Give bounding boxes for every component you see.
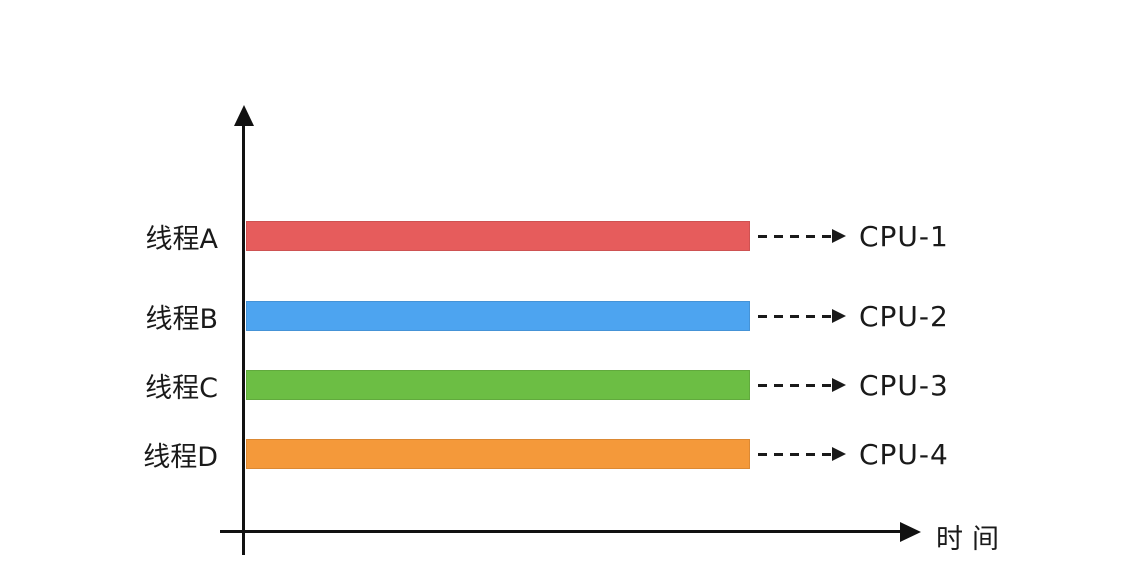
arrow-right-icon <box>900 522 921 542</box>
cpu-label: CPU-1 <box>859 219 949 253</box>
dashed-arrow <box>758 229 846 243</box>
thread-label: 线程A <box>145 223 218 255</box>
thread-row-b: 线程B CPU-2 <box>0 296 1142 336</box>
dashed-arrow <box>758 447 846 461</box>
thread-bar <box>246 301 750 331</box>
cpu-label: CPU-4 <box>859 437 949 471</box>
dashed-arrow <box>758 378 846 392</box>
dashed-line <box>758 383 832 387</box>
thread-label: 线程B <box>145 303 218 335</box>
arrow-right-icon <box>832 229 846 243</box>
thread-bar <box>246 439 750 469</box>
arrow-right-icon <box>832 378 846 392</box>
arrow-right-icon <box>832 447 846 461</box>
thread-label: 线程D <box>143 441 218 473</box>
thread-row-a: 线程A CPU-1 <box>0 216 1142 256</box>
x-axis-line <box>220 530 903 533</box>
dashed-arrow <box>758 309 846 323</box>
cpu-label: CPU-2 <box>859 299 949 333</box>
dashed-line <box>758 234 832 238</box>
thread-row-c: 线程C CPU-3 <box>0 365 1142 405</box>
thread-row-d: 线程D CPU-4 <box>0 434 1142 474</box>
arrow-up-icon <box>234 105 254 126</box>
dashed-line <box>758 314 832 318</box>
thread-bar <box>246 370 750 400</box>
cpu-label: CPU-3 <box>859 368 949 402</box>
thread-bar <box>246 221 750 251</box>
x-axis-label: 时间 <box>936 524 1008 555</box>
thread-label: 线程C <box>145 372 218 404</box>
y-axis-line <box>242 122 245 555</box>
dashed-line <box>758 452 832 456</box>
arrow-right-icon <box>832 309 846 323</box>
